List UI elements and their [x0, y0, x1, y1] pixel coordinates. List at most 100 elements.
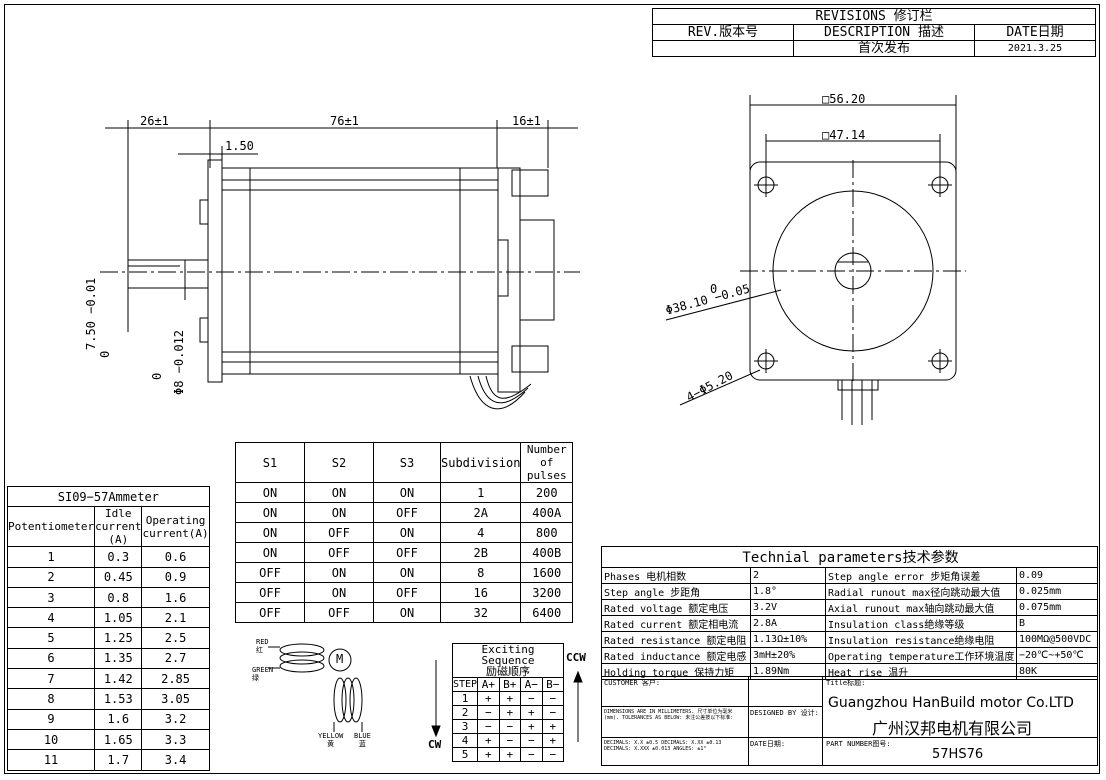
ammeter-row-cell: 2.5: [141, 627, 210, 649]
exc-row-cell: +: [520, 705, 543, 720]
decimals-note: DECIMALS: X.X ±0.5 DECIMALS: X.XX ±0.13 …: [604, 740, 722, 752]
tech-row-cell: Phases 电机相数: [601, 567, 751, 584]
exc-row: 1++−−: [451, 691, 564, 706]
shaft-flat-dim: 7.50 −0.01: [84, 277, 98, 350]
designed-by-label: DESIGNED BY 设计:: [750, 709, 819, 717]
sw-header-s3: S3: [373, 442, 441, 483]
exc-row-cell: −: [541, 705, 564, 720]
tech-row-cell: Rated voltage 额定电压: [601, 599, 751, 616]
ammeter-row-cell: 3.4: [141, 749, 210, 771]
dimensions-note: DIMENSIONS ARE IN MILLIMETERS. 尺寸单位为毫米(m…: [604, 709, 734, 721]
tech-row-cell: 80K: [1016, 663, 1098, 680]
exc-row: 5++−−: [451, 747, 564, 762]
date-cell: 2021.3.25: [974, 40, 1096, 57]
switch-row-cell: 6400: [520, 602, 573, 623]
switch-row-cell: ON: [373, 602, 441, 623]
exc-header-step: STEP: [451, 677, 479, 692]
tech-row-cell: 2.8A: [750, 615, 826, 632]
part-number: 57HS76: [932, 747, 984, 762]
switch-row-cell: OFF: [373, 582, 441, 603]
ammeter-row-cell: 9: [6, 708, 96, 730]
cw-label: CW: [428, 738, 442, 751]
switch-row-cell: OFF: [304, 542, 374, 563]
exc-row-cell: +: [520, 719, 543, 734]
boss-tol-upper: 0: [710, 282, 718, 296]
dim-56-label: □56.20: [822, 92, 866, 106]
tech-row-cell: Rated resistance 额定电阻: [601, 631, 751, 648]
hole-leader: [679, 369, 761, 406]
switch-row-cell: 2B: [439, 542, 522, 563]
exc-row-cell: +: [477, 691, 500, 706]
exc-row-cell: −: [541, 747, 564, 762]
exc-row-cell: −: [498, 719, 522, 734]
switch-row-cell: ON: [304, 582, 374, 603]
ammeter-row-cell: 2.7: [141, 647, 210, 670]
exc-row-cell: +: [498, 705, 522, 720]
switch-row-cell: 16: [439, 582, 522, 603]
exc-row-cell: +: [477, 733, 500, 748]
sw-header-subdivision: Subdivision: [439, 442, 522, 483]
tech-row-cell: 1.8°: [750, 583, 826, 600]
ammeter-row-cell: 2.1: [141, 607, 210, 629]
switch-row-cell: ON: [235, 542, 305, 563]
exc-row-cell: −: [520, 691, 543, 706]
switch-row-cell: OFF: [235, 562, 305, 583]
switch-row-cell: OFF: [235, 582, 305, 603]
ammeter-table: SI09−57Ammeter Potentiometer Idle curren…: [6, 485, 210, 771]
switch-row-cell: OFF: [373, 542, 441, 563]
tech-row-cell: Insulation resistance绝缘电阻: [825, 631, 1017, 648]
ccw-label: CCW: [566, 651, 586, 664]
ammeter-row-cell: 3: [6, 586, 96, 609]
switch-row-cell: ON: [235, 482, 305, 503]
exc-header-b-plus: B+: [498, 677, 522, 692]
tech-row-cell: 0.025mm: [1016, 583, 1098, 600]
exc-header-b-minus: B−: [541, 677, 564, 692]
company-name-cn: 广州汉邦电机有限公司: [872, 719, 1033, 738]
switch-row-cell: 400A: [520, 502, 573, 523]
ammeter-row-cell: 0.8: [94, 586, 143, 609]
switch-row-cell: ON: [235, 522, 305, 543]
ammeter-row-cell: 1.65: [94, 728, 143, 751]
exc-row: 3−−++: [451, 719, 564, 734]
tech-row-cell: 0.09: [1016, 567, 1098, 584]
flange: [207, 159, 223, 383]
motor-label: M: [336, 652, 344, 666]
date-label: DATE日期:: [750, 740, 786, 748]
ammeter-row-cell: 1: [6, 546, 96, 568]
desc-cell: 首次发布: [793, 40, 975, 57]
exc-row-cell: 2: [451, 705, 479, 720]
exc-row-cell: +: [477, 747, 500, 762]
ammeter-row-cell: 0.45: [94, 566, 143, 588]
shaft-dia-dim: Φ8 −0.012: [172, 329, 186, 395]
exc-row-cell: 3: [451, 719, 479, 734]
ammeter-row-cell: 10: [6, 728, 96, 751]
ammeter-row-cell: 1.35: [94, 647, 143, 670]
switch-row-cell: ON: [235, 502, 305, 523]
switch-row-cell: OFF: [373, 502, 441, 523]
dim-16-label: 16±1: [512, 114, 541, 128]
part-number-label: PART NUMBER图号:: [826, 740, 891, 748]
ammeter-row-cell: 11: [6, 749, 96, 771]
exc-row-cell: +: [541, 719, 564, 734]
